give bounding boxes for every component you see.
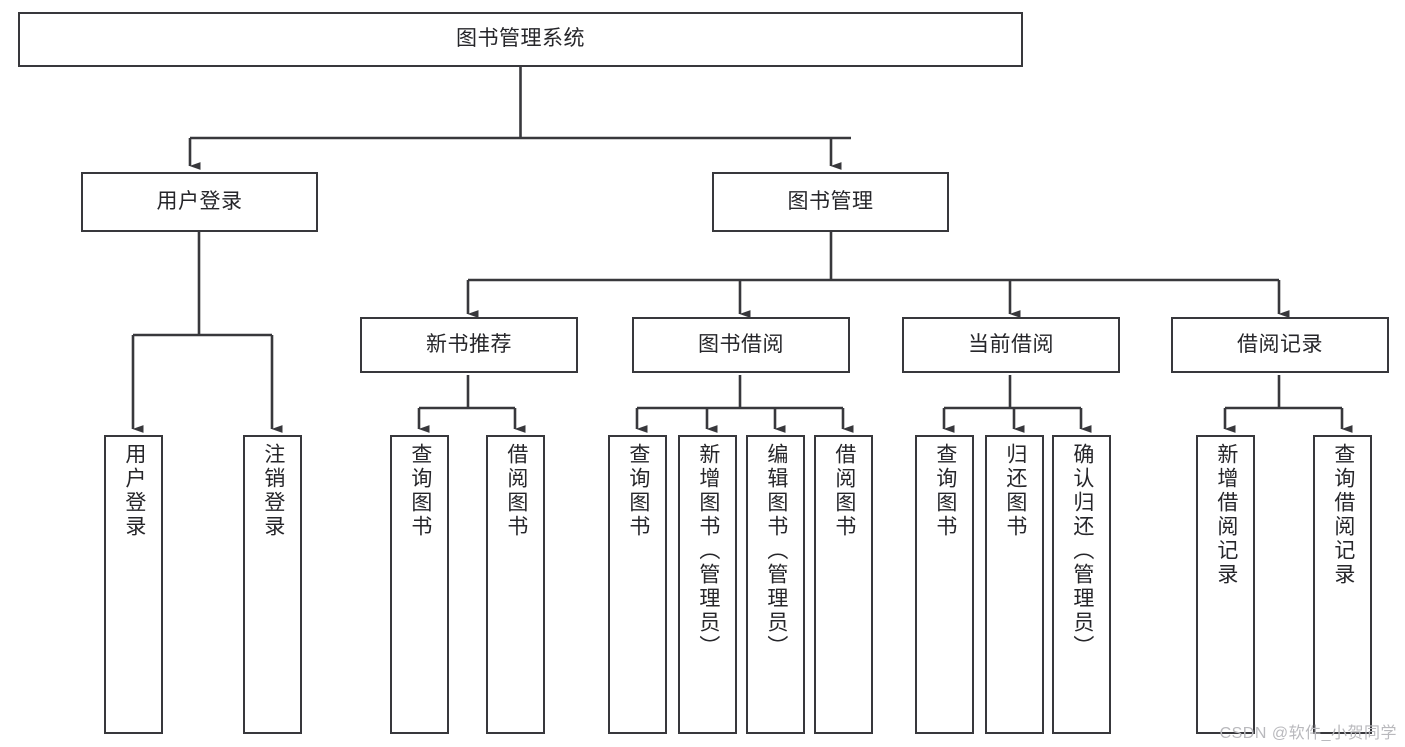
leaf-query-book-recommend[interactable]: 查询图书 bbox=[390, 435, 449, 734]
node-label: 新增借阅记录 bbox=[1214, 443, 1238, 587]
node-current-borrow[interactable]: 当前借阅 bbox=[902, 317, 1120, 373]
node-label: 新增图书（管理员） bbox=[696, 443, 720, 659]
watermark-text: CSDN @软件_小贺同学 bbox=[1219, 725, 1397, 742]
node-label: 用户登录 bbox=[156, 189, 243, 213]
node-label: 新书推荐 bbox=[426, 332, 512, 356]
node-label: 借阅记录 bbox=[1237, 332, 1323, 356]
leaf-query-book-current[interactable]: 查询图书 bbox=[915, 435, 974, 734]
leaf-add-borrow-record[interactable]: 新增借阅记录 bbox=[1196, 435, 1255, 734]
connector-group-current-borrow bbox=[942, 375, 1092, 433]
node-label: 确认归还（管理员） bbox=[1070, 443, 1094, 659]
node-label: 借阅图书 bbox=[504, 443, 528, 539]
leaf-confirm-return-admin[interactable]: 确认归还（管理员） bbox=[1052, 435, 1111, 734]
node-label: 注销登录 bbox=[261, 443, 285, 539]
leaf-borrow-book[interactable]: 借阅图书 bbox=[814, 435, 873, 734]
node-label: 查询图书 bbox=[408, 443, 432, 539]
connector-group-book-manage bbox=[466, 232, 1290, 318]
connector-group-root bbox=[188, 67, 851, 170]
node-borrow-record[interactable]: 借阅记录 bbox=[1171, 317, 1389, 373]
node-book-borrow[interactable]: 图书借阅 bbox=[632, 317, 850, 373]
leaf-logout[interactable]: 注销登录 bbox=[243, 435, 302, 734]
node-label: 用户登录 bbox=[122, 443, 146, 539]
connector-group-book-borrow bbox=[635, 375, 854, 433]
node-root-system[interactable]: 图书管理系统 bbox=[18, 12, 1023, 67]
node-label: 当前借阅 bbox=[968, 332, 1054, 356]
leaf-query-borrow-record[interactable]: 查询借阅记录 bbox=[1313, 435, 1372, 734]
connector-group-borrow-record bbox=[1223, 375, 1353, 433]
node-label: 图书管理系统 bbox=[456, 27, 585, 51]
leaf-borrow-book-recommend[interactable]: 借阅图书 bbox=[486, 435, 545, 734]
node-label: 查询图书 bbox=[933, 443, 957, 539]
leaf-edit-book-admin[interactable]: 编辑图书（管理员） bbox=[746, 435, 805, 734]
node-label: 图书借阅 bbox=[698, 332, 784, 356]
node-book-management[interactable]: 图书管理 bbox=[712, 172, 949, 232]
connector-group-new-book bbox=[417, 375, 526, 433]
node-user-login[interactable]: 用户登录 bbox=[81, 172, 318, 232]
leaf-query-book-borrow[interactable]: 查询图书 bbox=[608, 435, 667, 734]
node-label: 查询借阅记录 bbox=[1331, 443, 1355, 587]
node-label: 查询图书 bbox=[626, 443, 650, 539]
leaf-add-book-admin[interactable]: 新增图书（管理员） bbox=[678, 435, 737, 734]
node-label: 图书管理 bbox=[787, 189, 874, 213]
connector-group-user-login bbox=[131, 232, 283, 433]
node-new-book-recommend[interactable]: 新书推荐 bbox=[360, 317, 578, 373]
leaf-return-book[interactable]: 归还图书 bbox=[985, 435, 1044, 734]
node-label: 归还图书 bbox=[1003, 443, 1027, 539]
node-label: 编辑图书（管理员） bbox=[764, 443, 788, 659]
leaf-user-login[interactable]: 用户登录 bbox=[104, 435, 163, 734]
node-label: 借阅图书 bbox=[832, 443, 856, 539]
